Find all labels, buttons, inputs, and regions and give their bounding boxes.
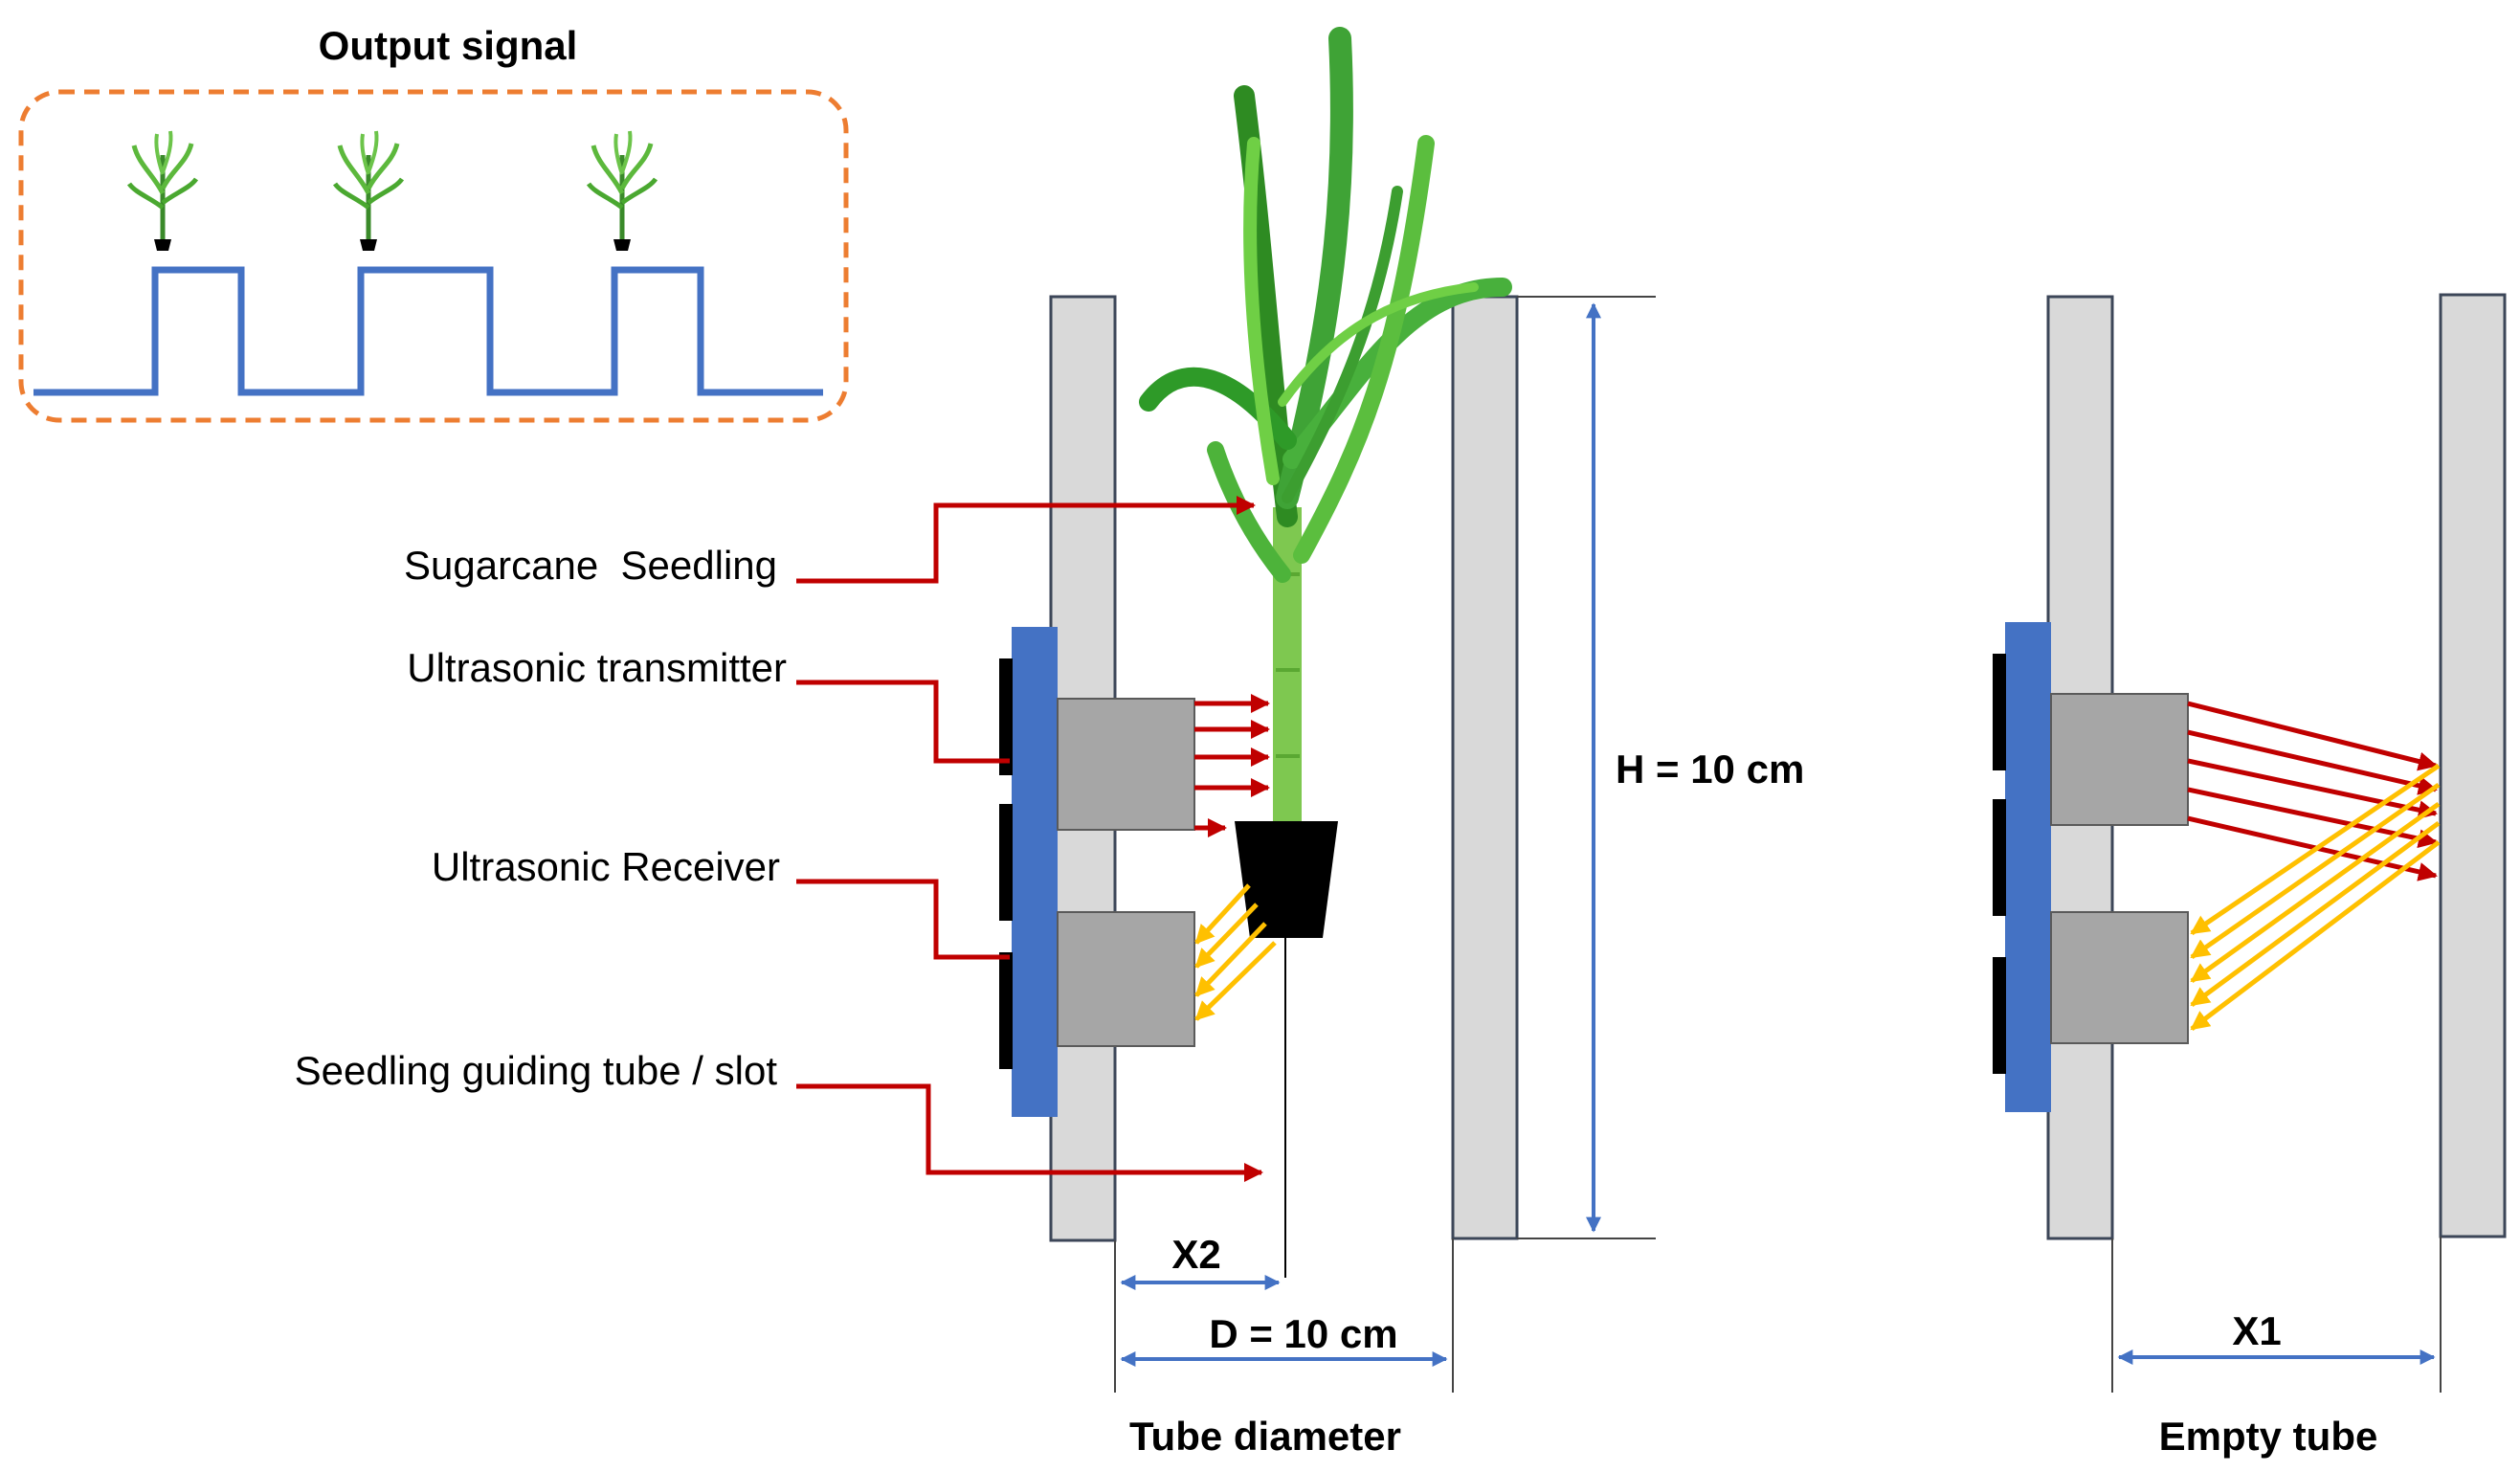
sensor-pin-2 [999,804,1013,921]
label-ultrasonic-transmitter: Ultrasonic transmitter [407,645,787,690]
leader-lines [796,496,1263,1182]
output-signal-box [18,89,849,423]
empty-echo-rays [2190,763,2441,1031]
label-sugarcane-seedling: Sugarcane Seedling [404,543,777,588]
ultrasonic-transmitter-icon [1057,698,1195,831]
label-guiding-tube: Seedling guiding tube / slot [295,1048,778,1093]
caption-tube-diameter: Tube diameter [1129,1414,1401,1459]
tube-with-seedling [796,27,1656,1393]
empty-tube-wall-right [2439,293,2507,1238]
ultrasonic-receiver-icon [1057,911,1195,1047]
caption-empty-tube: Empty tube [2159,1414,2378,1459]
sugarcane-seedling-icon [1139,27,1512,823]
label-ultrasonic-receiver: Ultrasonic Receiver [432,844,780,889]
empty-sensor-pin-3 [1993,957,2006,1074]
label-x1: X1 [2232,1308,2281,1353]
signal-seedling-icon-2 [335,131,402,251]
empty-tube [1993,293,2507,1393]
label-diameter: D = 10 cm [1209,1311,1397,1356]
signal-seedling-icon-1 [129,131,196,251]
sensor-board [1012,627,1058,1117]
tube-wall-right [1451,295,1519,1240]
transmit-rays [1194,694,1270,837]
label-height: H = 10 cm [1616,747,1804,792]
output-signal-waveform [33,266,823,396]
output-signal-panel: Output signal [18,23,849,423]
sensor-pin-3 [999,952,1013,1069]
label-x2: X2 [1171,1232,1220,1277]
empty-sensor-pin-2 [1993,799,2006,916]
echo-rays [1194,883,1277,1021]
pot-icon [1235,821,1338,938]
empty-transmitter-icon [2050,693,2189,826]
empty-sensor-pin-1 [1993,654,2006,770]
empty-transmit-rays [2187,701,2438,881]
empty-sensor-board [2005,622,2051,1112]
empty-receiver-icon [2050,911,2189,1044]
signal-seedling-icon-3 [589,131,656,251]
output-signal-title: Output signal [319,23,578,68]
sensor-pin-1 [999,658,1013,775]
